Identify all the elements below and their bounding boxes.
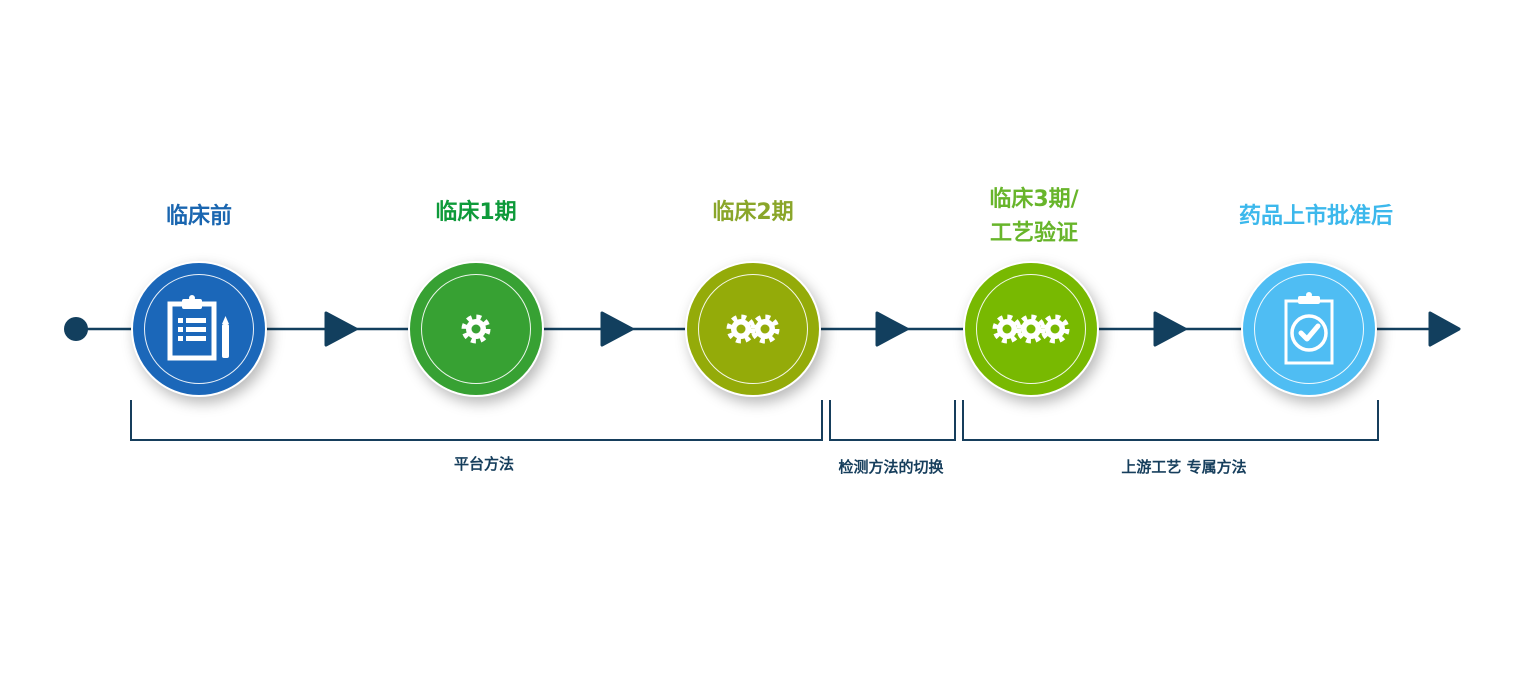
gear-icon	[451, 304, 501, 354]
bracket-upstream	[962, 400, 1379, 441]
clipboard-pencil-icon	[167, 295, 229, 361]
bracket-label-platform: 平台方法	[453, 455, 515, 473]
bracket-label-upstream: 上游工艺 专属方法	[1121, 458, 1247, 476]
arrow-icon	[324, 311, 358, 347]
stage-title-phase3: 临床3期/ 工艺验证	[989, 183, 1078, 251]
start-dot	[64, 317, 88, 341]
three-gears-icon	[981, 304, 1081, 354]
stage-title-phase2: 临床2期	[712, 200, 794, 225]
stage-title-phase3-line2: 工艺验证	[989, 221, 1078, 246]
bracket-switch	[829, 400, 956, 441]
stage-title-post-approval: 药品上市批准后	[1238, 204, 1394, 229]
stage-circle-phase3	[963, 261, 1099, 397]
stage-circle-post-approval	[1241, 261, 1377, 397]
clipboard-check-icon	[1284, 292, 1334, 365]
arrow-icon	[1153, 311, 1187, 347]
bracket-platform	[130, 400, 823, 441]
stage-circle-phase2	[685, 261, 821, 397]
stage-title-phase1: 临床1期	[435, 200, 517, 225]
stage-circle-phase1	[408, 261, 544, 397]
bracket-label-switch: 检测方法的切换	[838, 458, 944, 476]
arrow-icon	[600, 311, 634, 347]
stage-title-phase3-line1: 临床3期/	[989, 187, 1079, 212]
stage-circle-preclinical	[131, 261, 267, 397]
arrow-icon	[1428, 311, 1461, 347]
stage-title-preclinical: 临床前	[165, 204, 233, 229]
two-gears-icon	[713, 304, 793, 354]
arrow-icon	[875, 311, 909, 347]
